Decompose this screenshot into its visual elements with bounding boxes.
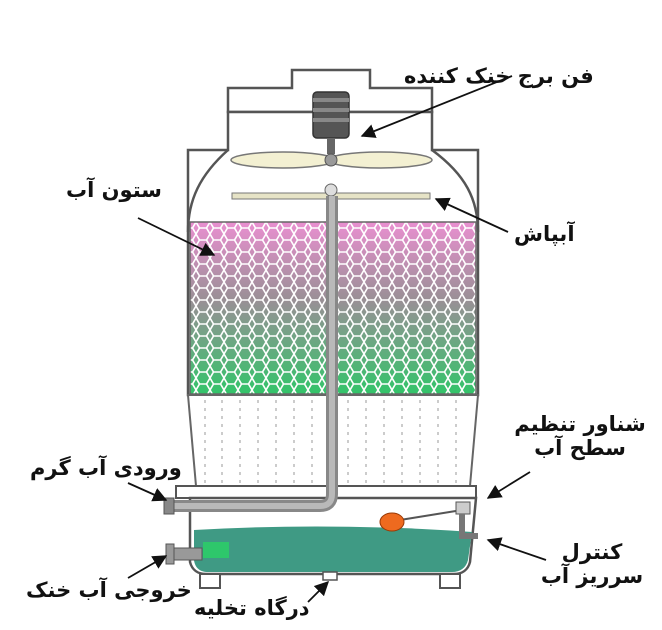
label-float-line1: شناور تنظیم <box>514 412 646 436</box>
basin-water <box>194 526 472 572</box>
fan-housing <box>226 68 434 114</box>
label-overflow-line1: کنترل <box>561 540 623 564</box>
label-sprinkler: آبپاش <box>514 222 575 246</box>
fan-blades <box>230 151 433 169</box>
float-ball <box>379 512 405 532</box>
cold-outlet-arrow <box>127 555 168 579</box>
overflow-pipe <box>459 514 478 539</box>
label-overflow: کنترل سرریز آب <box>532 540 652 588</box>
label-float-line2: سطح آب <box>534 436 626 461</box>
cold-water-pipe <box>171 547 203 561</box>
label-hot-water-inlet: ورودی آب گرم <box>30 456 182 480</box>
hot-inlet-arrow <box>127 482 168 502</box>
float-arrow <box>486 471 531 499</box>
outlet-block <box>203 542 229 558</box>
label-cold-water-outlet: خروجی آب خنک <box>26 578 192 602</box>
drain-arrow <box>307 580 330 603</box>
label-float-valve: شناور تنظیم سطح آب <box>510 412 650 460</box>
sprinkler-arrow <box>434 197 509 233</box>
label-overflow-line2: سرریز آب <box>540 564 644 589</box>
fan-arrow <box>360 75 513 138</box>
label-drain: درگاه تخلیه <box>194 596 310 620</box>
label-fan: فن برج خنک کننده <box>404 64 594 88</box>
overflow-arrow <box>486 537 547 561</box>
drain-port <box>322 571 338 581</box>
water-column-arrow <box>137 217 216 256</box>
label-water-column: ستون آب <box>66 178 162 202</box>
